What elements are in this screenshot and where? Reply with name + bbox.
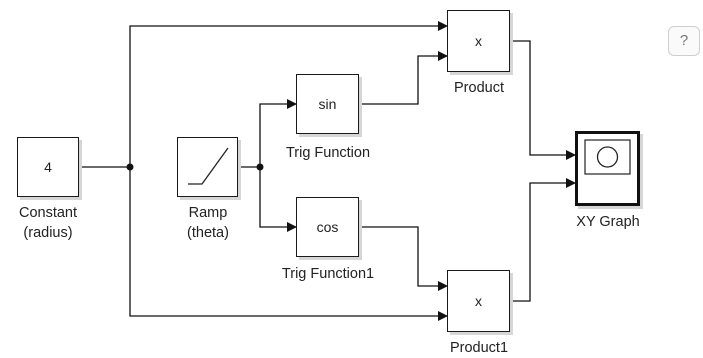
trig-function-sin-block[interactable]: sin — [296, 74, 359, 134]
signal-cos-to-product1[interactable] — [359, 226, 448, 291]
signal-to-product1-in2[interactable] — [129, 167, 448, 321]
branch-point-constant — [126, 163, 134, 171]
trig-function1-label: Trig Function1 — [281, 266, 375, 282]
constant-label-line2: (radius) — [23, 225, 73, 241]
signal-product1-to-xy[interactable] — [510, 178, 576, 302]
trig-function-cos-block[interactable]: cos — [296, 197, 359, 257]
product-operator: x — [475, 33, 482, 49]
branch-point-ramp — [256, 163, 264, 171]
ramp-block[interactable] — [177, 137, 238, 197]
help-button[interactable]: ? — [668, 26, 700, 56]
product-label: Product — [454, 80, 504, 96]
product1-block[interactable]: x — [447, 270, 510, 332]
xy-graph-label: XY Graph — [576, 214, 640, 230]
ramp-label: Ramp (theta) — [187, 203, 229, 243]
product1-operator: x — [475, 293, 482, 309]
xy-graph-block[interactable] — [575, 131, 640, 206]
signal-to-product-in1[interactable] — [129, 21, 448, 167]
product1-label: Product1 — [449, 340, 509, 356]
signal-to-cos[interactable] — [259, 167, 297, 232]
scope-display-icon — [584, 139, 631, 175]
signal-sin-to-product[interactable] — [359, 51, 448, 105]
constant-label-line1: Constant — [18, 205, 78, 221]
product-block[interactable]: x — [447, 10, 510, 72]
ramp-icon — [188, 147, 229, 185]
constant-block[interactable]: 4 — [17, 137, 79, 197]
ramp-label-line1: Ramp — [188, 205, 228, 221]
trig-function-sin-text: sin — [318, 96, 337, 112]
constant-label: Constant (radius) — [19, 203, 77, 243]
trig-function-label: Trig Function — [285, 145, 371, 161]
ramp-label-line2: (theta) — [187, 225, 229, 241]
signal-to-sin[interactable] — [259, 99, 297, 167]
trig-function-cos-text: cos — [316, 219, 339, 235]
constant-value: 4 — [44, 159, 52, 175]
signal-product-to-xy[interactable] — [510, 40, 576, 160]
